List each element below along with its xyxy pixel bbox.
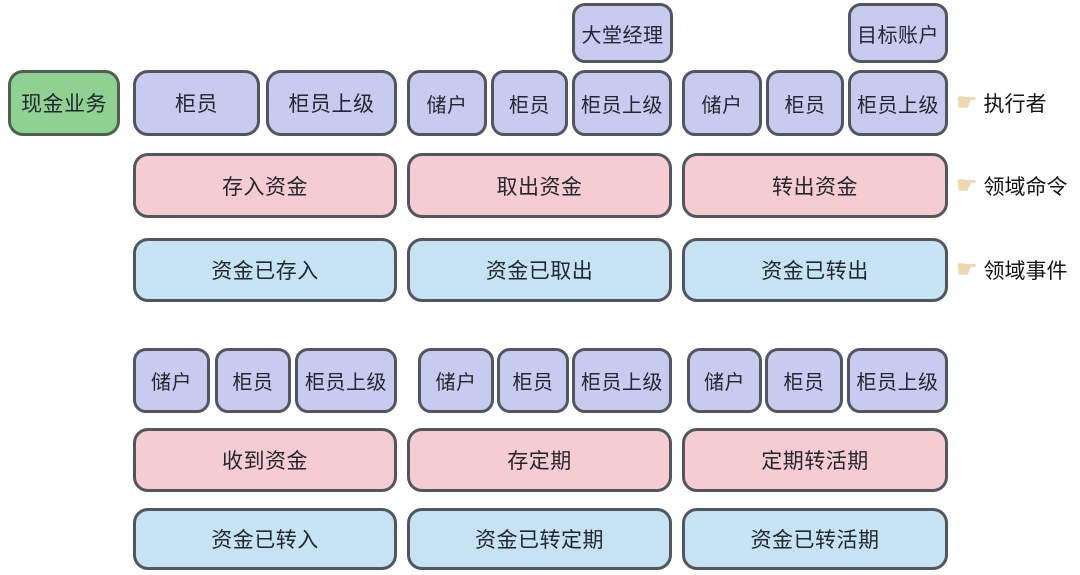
command-box: 收到资金 [133,428,397,492]
actor-box: 储户 [133,348,210,413]
actor-box: 柜员 [215,348,291,413]
actor-box: 柜员上级 [848,70,948,136]
legend-item-actor: ☛ 执行者 [956,89,1047,117]
actor-box: 柜员 [133,70,260,136]
event-box: 资金已转活期 [682,508,948,570]
command-box: 取出资金 [407,153,672,218]
actor-box: 储户 [418,348,494,413]
actor-box: 柜员上级 [295,348,397,413]
legend-label: 执行者 [983,93,1047,116]
command-box: 转出资金 [682,153,948,218]
actor-box: 柜员 [766,70,844,136]
actor-box: 柜员上级 [266,70,397,136]
command-box: 定期转活期 [682,428,948,492]
legend-label: 领域命令 [983,176,1068,199]
actor-box-target-account: 目标账户 [848,3,948,63]
actor-box: 柜员 [491,70,568,136]
event-box: 资金已转出 [682,238,948,302]
root-box-cash-business: 现金业务 [8,70,120,136]
event-box: 资金已转定期 [407,508,672,570]
actor-box: 柜员 [765,348,843,413]
event-box: 资金已转入 [133,508,397,570]
actor-box-lobby-manager: 大堂经理 [572,3,673,63]
actor-box: 储户 [682,70,762,136]
event-box: 资金已取出 [407,238,672,302]
pointer-hand-icon: ☛ [956,172,978,199]
actor-box: 储户 [687,348,762,413]
pointer-hand-icon: ☛ [956,89,978,116]
actor-box: 柜员 [497,348,569,413]
event-box: 资金已存入 [133,238,397,302]
legend-label: 领域事件 [983,260,1068,283]
actor-box: 储户 [407,70,487,136]
actor-box: 柜员上级 [572,348,672,413]
legend-item-command: ☛ 领域命令 [956,172,1068,200]
command-box: 存入资金 [133,153,397,218]
actor-box: 柜员上级 [572,70,672,136]
legend-item-event: ☛ 领域事件 [956,256,1068,284]
pointer-hand-icon: ☛ [956,256,978,283]
actor-box: 柜员上级 [847,348,948,413]
command-box: 存定期 [407,428,672,492]
